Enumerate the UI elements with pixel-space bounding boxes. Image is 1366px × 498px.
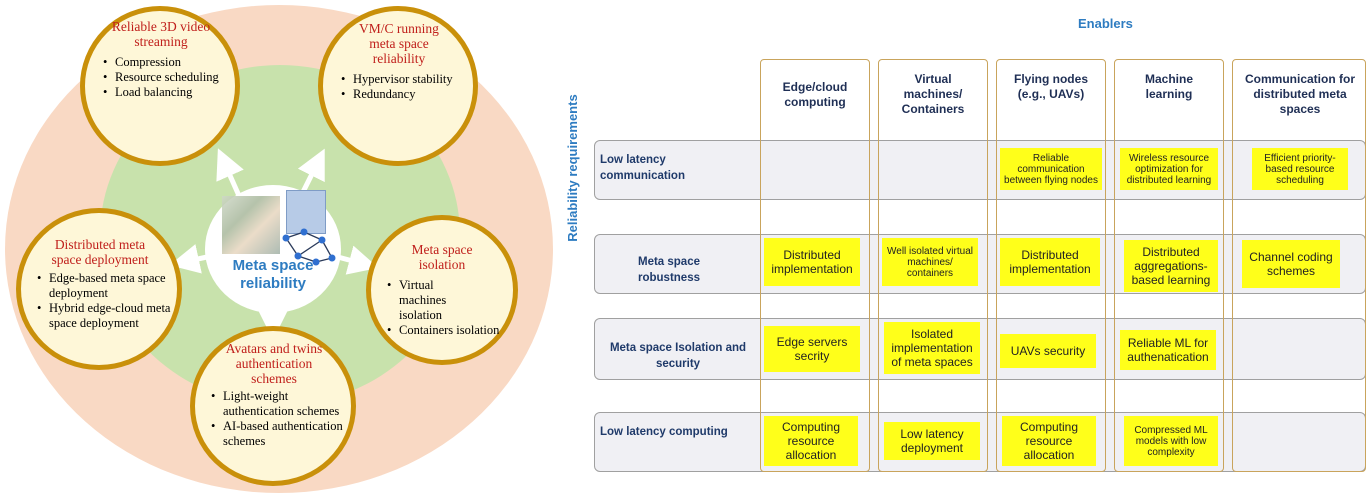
cell: Channel coding schemes	[1242, 240, 1340, 288]
cell: Computing resource allocation	[1002, 416, 1096, 466]
reliability-diagram: Meta space reliability Reliable 3D video…	[0, 0, 560, 498]
metaverse-collage-image	[222, 196, 280, 254]
arrow-up-left	[216, 148, 244, 200]
cell: Reliable communication between flying no…	[1000, 148, 1102, 190]
cell: Wireless resource optimization for distr…	[1120, 148, 1218, 190]
bubble-vmc-reliability: VM/C running meta space reliability Hype…	[318, 6, 478, 166]
robots-image	[286, 190, 326, 234]
bubble-item: Light-weight authentication schemes	[211, 389, 347, 419]
bubble-item: Hybrid edge-cloud meta space deployment	[37, 301, 173, 331]
bubble-title: Avatars and twins authentication schemes	[225, 341, 323, 386]
bubble-item: Edge-based meta space deployment	[37, 271, 173, 301]
cell: Computing resource allocation	[764, 416, 858, 466]
cell: Reliable ML for authenatication	[1120, 330, 1216, 370]
column-machine-learning	[1114, 59, 1224, 472]
column-header: Flying nodes (e.g., UAVs)	[1013, 72, 1088, 101]
column-header: Edge/cloud computing	[782, 80, 848, 109]
bubble-title: VM/C running meta space reliability	[359, 21, 439, 66]
row-label: Low latency communication	[600, 152, 730, 184]
bubble-item: Redundancy	[341, 87, 467, 102]
bubble-item: Compression	[103, 55, 229, 70]
column-vm-containers	[878, 59, 988, 472]
bubble-item: Resource scheduling	[103, 70, 229, 85]
cell: Edge servers secrity	[764, 326, 860, 372]
cell: Compressed ML models with low complexity	[1124, 416, 1218, 466]
row-label-text: Low latency communication	[600, 154, 685, 182]
bubble-item: Hypervisor stability	[341, 72, 467, 87]
bubble-video-streaming: Reliable 3D video streaming Compression …	[80, 6, 240, 166]
bubble-item: Load balancing	[103, 85, 229, 100]
row-label: Low latency computing	[600, 424, 730, 440]
bubble-item: AI-based authentication schemes	[211, 419, 347, 449]
column-header: Virtual machines/ Containers	[901, 72, 965, 116]
cell: Low latency deployment	[884, 422, 980, 460]
cell: Isolated implementation of meta spaces	[884, 322, 980, 374]
bubble-item: Virtual machines isolation	[387, 278, 507, 323]
column-header: Communication for distributed meta space…	[1245, 72, 1355, 116]
row-label: Meta space robustness	[614, 254, 724, 286]
row-robustness	[594, 234, 1366, 294]
row-isolation-security	[594, 318, 1366, 380]
cell: Distributed implementation	[764, 238, 860, 286]
cell: UAVs security	[1000, 334, 1096, 368]
cell: Well isolated virtual machines/ containe…	[882, 238, 978, 286]
network-graph-icon	[282, 228, 336, 266]
row-label-text: Meta space Isolation and security	[609, 342, 747, 370]
bubble-title: Distributed meta space deployment	[51, 237, 149, 267]
bubble-authentication: Avatars and twins authentication schemes…	[190, 326, 356, 486]
enablers-header: Enablers	[1078, 16, 1133, 31]
bubble-title: Reliable 3D video streaming	[111, 19, 211, 49]
enablers-table: Enablers Reliability requirements Edge/c…	[565, 0, 1366, 498]
cell: Distributed aggregations-based learning	[1124, 240, 1218, 292]
row-label: Meta space Isolation and security	[598, 340, 758, 372]
bubble-item: Containers isolation	[387, 323, 507, 338]
center-label: Meta space reliability	[232, 257, 314, 292]
reliability-requirements-label: Reliability requirements	[565, 94, 580, 242]
bubble-title: Meta space isolation	[411, 242, 473, 272]
bubble-isolation: Meta space isolation Virtual machines is…	[366, 215, 518, 365]
cell: Efficient priority-based resource schedu…	[1252, 148, 1348, 190]
column-flying-nodes	[996, 59, 1106, 472]
row-label-text: Meta space robustness	[637, 256, 700, 284]
cell: Distributed implementation	[1000, 238, 1100, 286]
column-header: Machine learning	[1144, 72, 1193, 101]
bubble-deployment: Distributed meta space deployment Edge-b…	[16, 208, 182, 370]
column-edge-cloud	[760, 59, 870, 472]
row-label-text: Low latency computing	[600, 426, 728, 438]
